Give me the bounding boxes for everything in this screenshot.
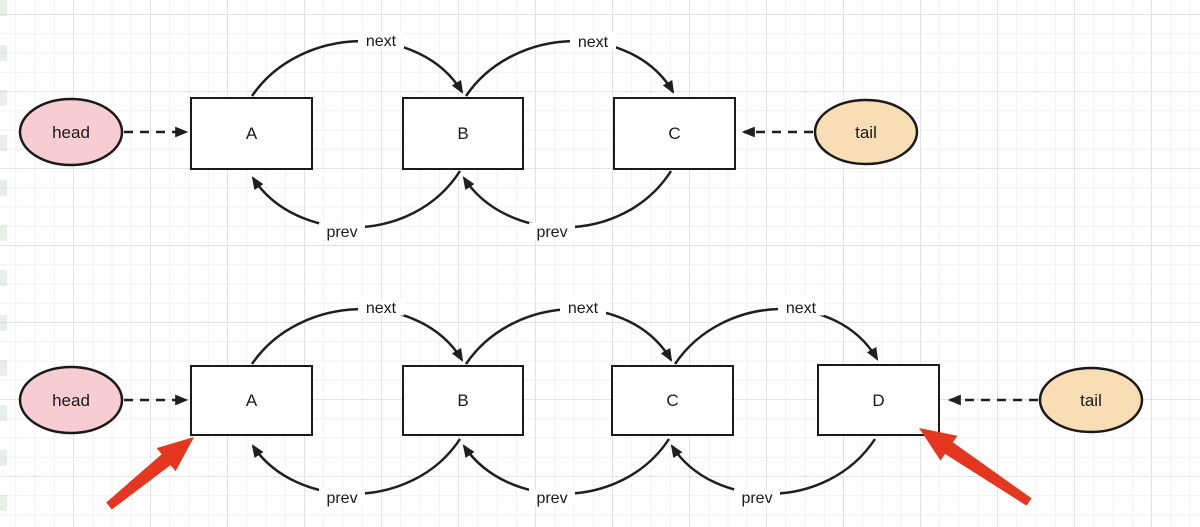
- bottom-prev-label-bg-3: [734, 488, 780, 506]
- bottom-next-label-2: next: [568, 300, 599, 317]
- top-tail-label: tail: [855, 123, 877, 142]
- bottom-next-label-1: next: [366, 300, 397, 317]
- bottom-prev-label-1: prev: [326, 490, 357, 507]
- bottom-next-label-3: next: [786, 300, 817, 317]
- top-prev-edge-b-a[interactable]: [251, 170, 462, 229]
- red-annotation-arrow-node-d[interactable]: [919, 428, 1032, 506]
- bottom-prev-edge-c-b[interactable]: [462, 438, 671, 496]
- bottom-prev-edge-d-c[interactable]: [670, 438, 877, 496]
- bottom-node-a-box[interactable]: [190, 365, 313, 436]
- top-node-b-label: B: [457, 124, 468, 143]
- bottom-node-a-label: A: [246, 391, 258, 410]
- bottom-next-label-bg-2: [560, 298, 606, 316]
- top-node-b-box[interactable]: [402, 97, 524, 170]
- bottom-next-label-bg-1: [358, 298, 404, 316]
- bottom-tail-label: tail: [1080, 391, 1102, 410]
- top-node-a-box[interactable]: [190, 97, 313, 170]
- bottom-prev-edge-b-a[interactable]: [251, 438, 462, 496]
- top-node-b[interactable]: B: [402, 97, 524, 170]
- top-next-label-1: next: [366, 33, 397, 50]
- bottom-node-d-box[interactable]: [817, 364, 940, 436]
- bottom-prev-label-bg-2: [529, 488, 575, 506]
- top-linked-list-diagram: next next prev prev head A B: [18, 31, 919, 241]
- bottom-node-b-box[interactable]: [402, 365, 524, 436]
- top-node-a[interactable]: A: [190, 97, 313, 170]
- top-node-a-label: A: [246, 124, 258, 143]
- bottom-next-edge-b-c[interactable]: [464, 307, 673, 365]
- bottom-node-c-label: C: [666, 391, 678, 410]
- top-node-c-label: C: [668, 124, 680, 143]
- top-tail-node[interactable]: [813, 98, 919, 166]
- bottom-next-edge-c-d[interactable]: [673, 307, 879, 365]
- top-prev-label-2: prev: [536, 224, 567, 241]
- bottom-head-label: head: [52, 391, 90, 410]
- bottom-prev-label-bg-1: [319, 488, 365, 506]
- bottom-linked-list-diagram: next next next prev prev prev head A: [18, 298, 1144, 510]
- bottom-node-c-box[interactable]: [611, 365, 734, 436]
- top-node-c[interactable]: C: [613, 97, 736, 170]
- bottom-head-node[interactable]: [18, 365, 124, 435]
- bottom-next-edge-a-b[interactable]: [250, 307, 464, 365]
- bottom-prev-label-2: prev: [536, 490, 567, 507]
- top-prev-label-bg-1: [319, 222, 365, 240]
- bottom-tail-node[interactable]: [1038, 366, 1144, 434]
- bottom-node-b[interactable]: B: [402, 365, 524, 436]
- bottom-node-d-label: D: [872, 391, 884, 410]
- bottom-node-c[interactable]: C: [611, 365, 734, 436]
- top-node-c-box[interactable]: [613, 97, 736, 170]
- top-head-label: head: [52, 123, 90, 142]
- bottom-next-label-bg-3: [778, 298, 824, 316]
- top-head-node[interactable]: [18, 97, 124, 167]
- top-next-edge-b-c[interactable]: [464, 39, 675, 97]
- top-next-edge-a-b[interactable]: [250, 39, 464, 97]
- top-prev-edge-c-b[interactable]: [462, 170, 673, 229]
- bottom-prev-label-3: prev: [741, 490, 772, 507]
- bottom-node-d[interactable]: D: [817, 364, 940, 436]
- top-prev-label-bg-2: [529, 222, 575, 240]
- top-next-label-bg-1: [358, 31, 404, 49]
- red-annotation-arrow-node-a[interactable]: [106, 437, 194, 510]
- top-next-label-2: next: [578, 34, 609, 51]
- top-prev-label-1: prev: [326, 224, 357, 241]
- bottom-node-a[interactable]: A: [190, 365, 313, 436]
- top-next-label-bg-2: [570, 32, 616, 50]
- bottom-node-b-label: B: [457, 391, 468, 410]
